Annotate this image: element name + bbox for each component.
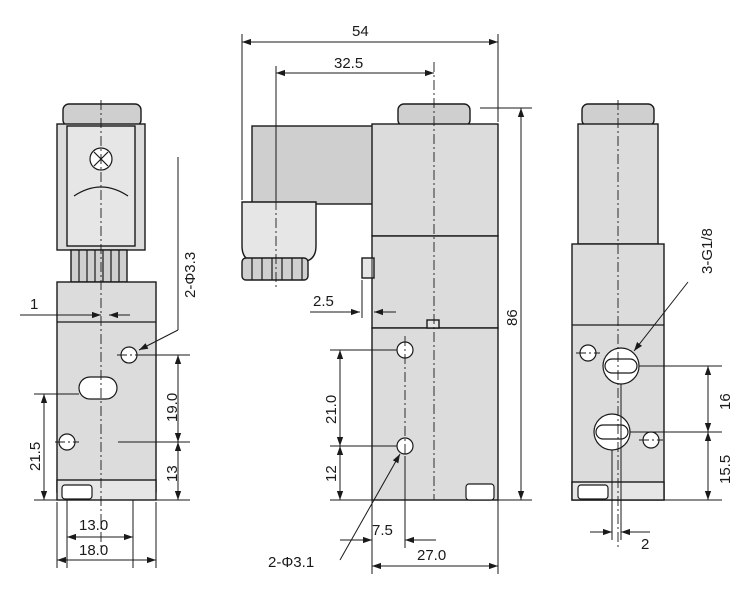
dim-gap-2-5: 2.5 [313,293,334,310]
middle-view [241,62,499,501]
middle-side-stub [361,257,375,279]
middle-notch [426,319,440,329]
middle-dimensions: 54 32.5 86 2.5 21.0 12 7.5 27.0 2-Φ3.1 [241,23,532,574]
right-dimensions: 3-G1/8 16 15.5 2 [590,228,734,553]
dim-width-27: 27.0 [417,547,446,564]
dim-gap-2: 2 [641,536,649,553]
callout-mount-holes-side: 2-Φ3.1 [268,554,314,571]
left-knurled-nut [70,249,128,283]
middle-upper-body [371,235,499,329]
dim-width-18: 18.0 [79,542,108,559]
dim-overall-width: 54 [352,23,369,40]
dim-height-21-5: 21.5 [27,442,44,471]
dim-total-height: 86 [504,309,521,326]
middle-foot-slot [465,483,495,501]
dim-height-16: 16 [717,393,734,410]
middle-coil-housing [371,123,499,237]
middle-lower-body [371,327,499,501]
right-foot-slot [577,484,609,500]
left-top-cap [62,103,142,127]
dim-gap-1: 1 [30,296,38,313]
left-foot-slot [61,484,93,500]
left-view [55,100,157,548]
dim-height-15-5: 15.5 [717,455,734,484]
callout-mount-holes-front: 2-Φ3.3 [182,252,199,298]
dim-height-19: 19.0 [164,393,181,422]
dim-height-13: 13 [164,465,181,482]
middle-connector-block [251,125,383,205]
middle-connector-plug [241,201,317,263]
dim-width-13: 13.0 [79,517,108,534]
left-dimensions: 1 2-Φ3.3 19.0 13 21.5 13.0 18.0 [20,157,199,568]
right-view [571,100,665,548]
callout-ports: 3-G1/8 [699,228,716,274]
dim-offset: 32.5 [334,55,363,72]
dim-width-7-5: 7.5 [372,522,393,539]
dim-height-12: 12 [323,465,340,482]
dim-height-21: 21.0 [323,395,340,424]
left-port-oval [78,376,118,400]
